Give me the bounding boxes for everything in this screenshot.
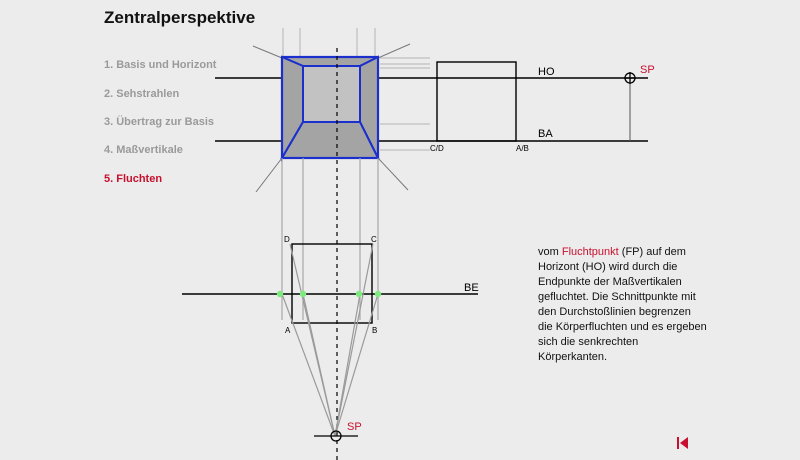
skip-back-icon[interactable] [676,436,690,450]
label-a: A [285,326,291,335]
desc-highlight-fluchtpunkt[interactable]: Fluchtpunkt [561,246,619,258]
label-sp-top: SP [640,64,655,76]
construction-lines [282,28,430,151]
label-be: BE [464,282,479,294]
label-ba: BA [538,128,553,140]
label-d: D [284,235,290,244]
page-title: Zentralperspektive [104,8,256,27]
label-ho: HO [538,66,555,78]
description-text: vom Fluchtpunkt (FP) auf dem Horizont (H… [538,245,708,365]
label-ab: A/B [516,144,529,153]
label-c: C [371,235,377,244]
label-b: B [372,326,377,335]
desc-pre: vom [538,246,562,258]
label-sp-bottom: SP [347,421,362,433]
step-uebertrag-basis[interactable]: 3. Übertrag zur Basis [104,116,215,128]
vanishing-lines [281,243,379,437]
sp-marker-bottom [330,430,342,442]
step-basis-horizont[interactable]: 1. Basis und Horizont [104,59,217,71]
intersection-points [276,290,382,298]
front-view-rect [291,243,373,324]
square-diagonals [252,43,411,193]
side-view-rect [436,61,517,142]
sight-rays [281,158,379,320]
step-sehstrahlen[interactable]: 2. Sehstrahlen [104,88,180,100]
step-massvertikale[interactable]: 4. Maßvertikale [104,144,183,156]
desc-post: (FP) auf dem Horizont (HO) wird durch di… [538,246,707,363]
step-fluchten[interactable]: 5. Fluchten [104,173,163,185]
label-cd: C/D [430,144,444,153]
top-view-square [280,55,380,162]
